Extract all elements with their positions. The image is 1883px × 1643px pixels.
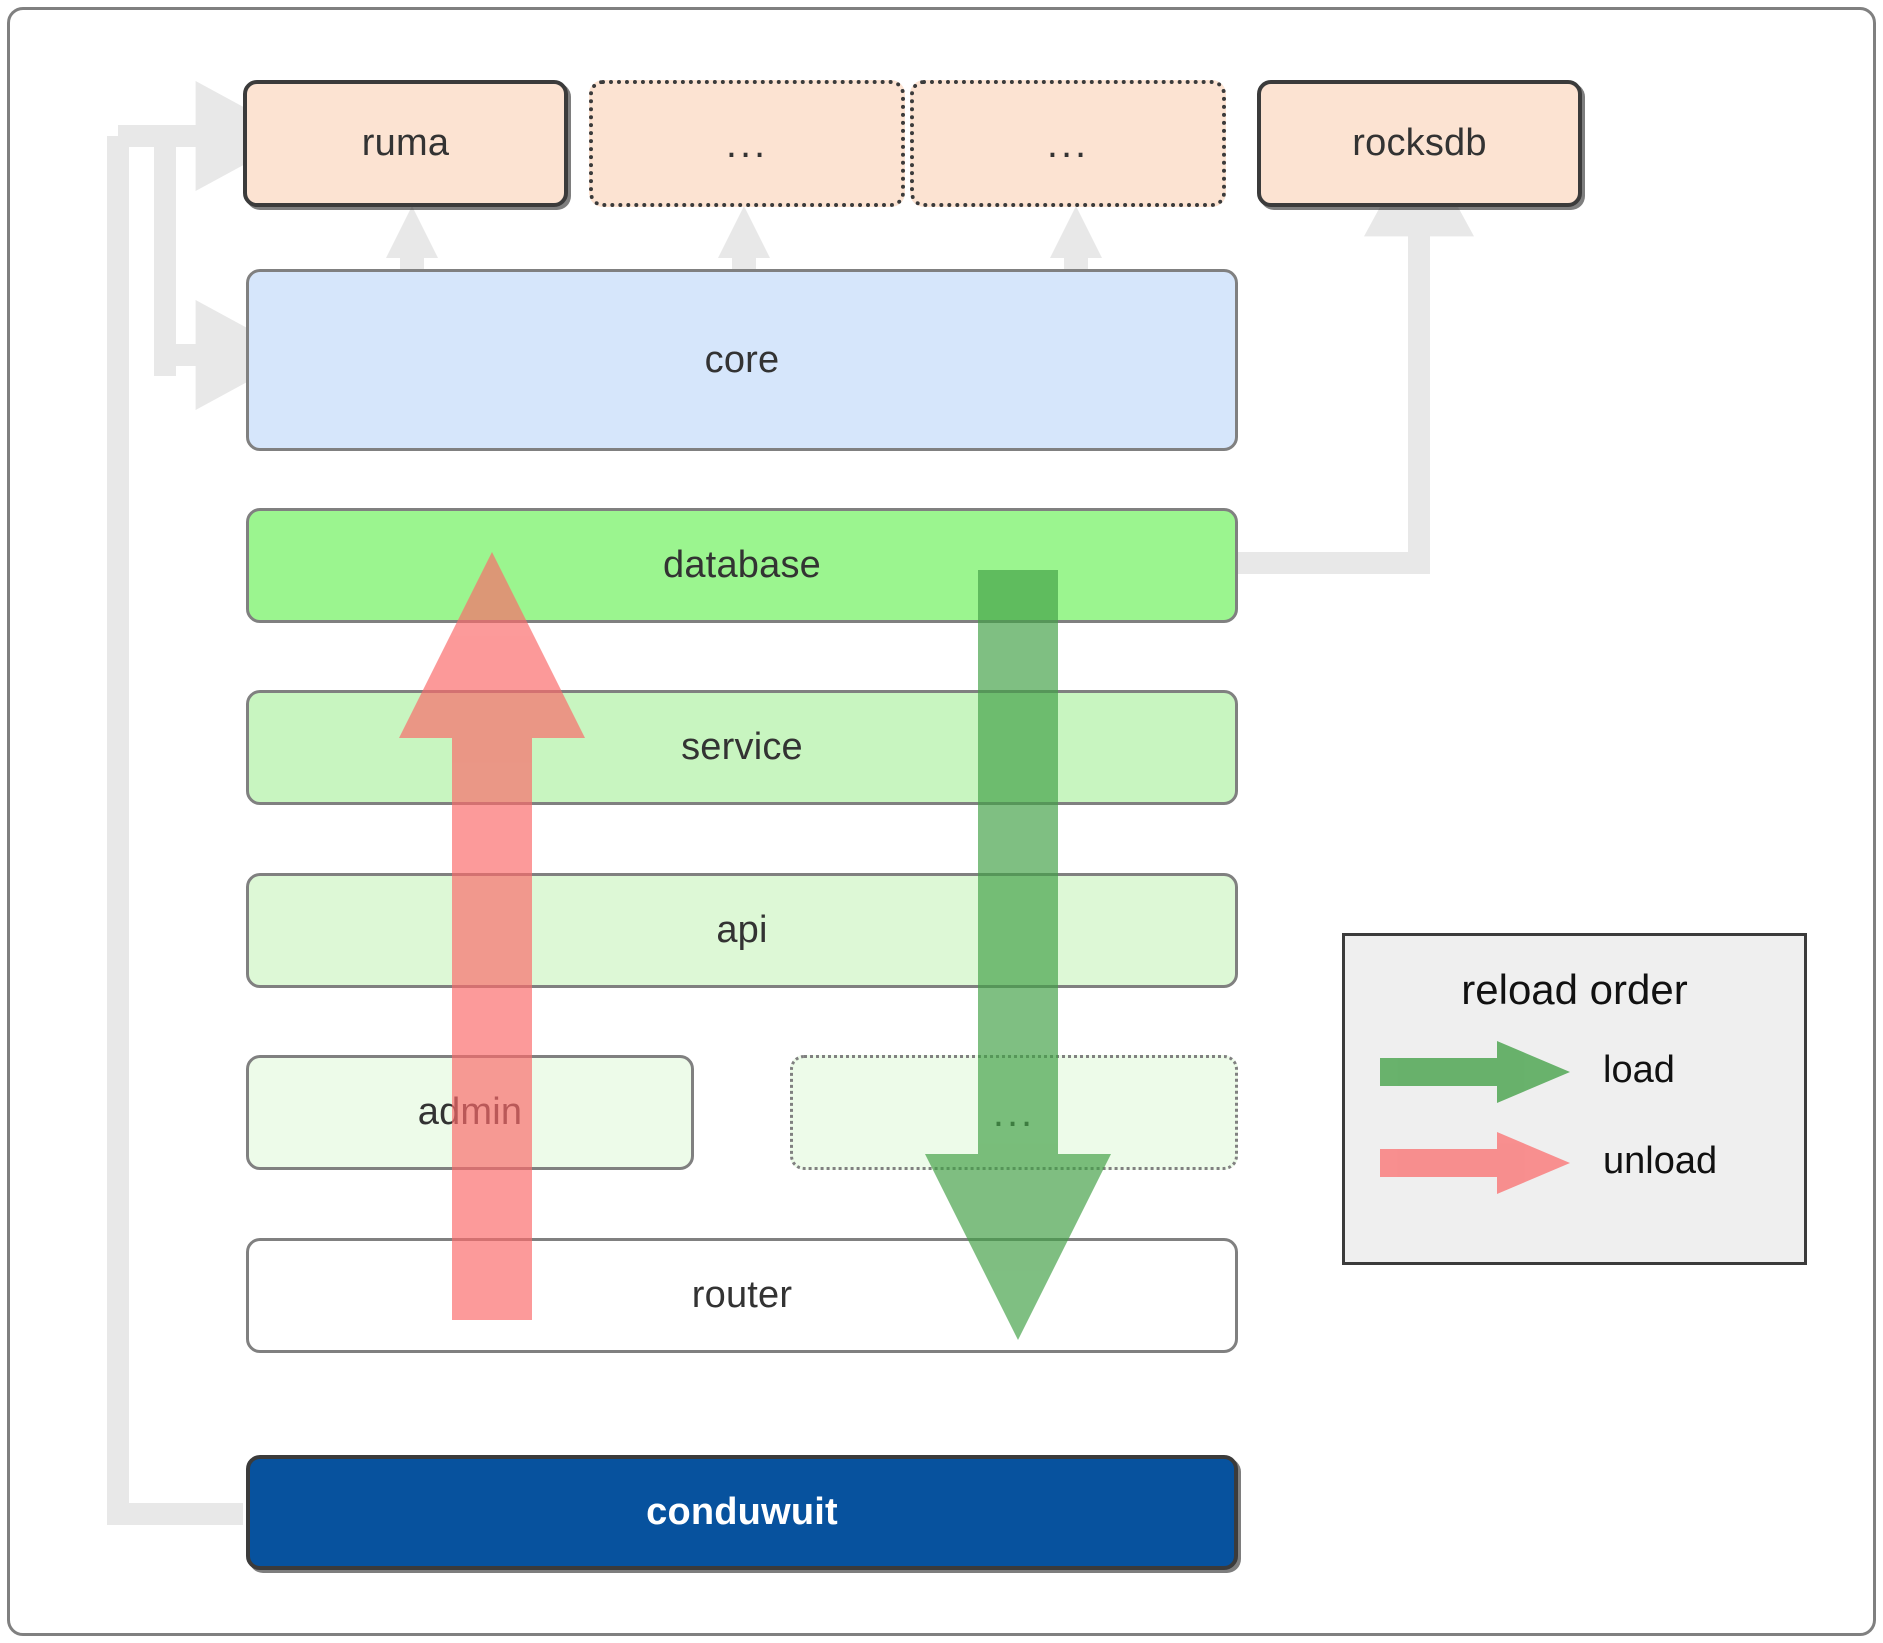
layer-box-database[interactable]: database [246,508,1238,623]
binary-box-conduwuit[interactable]: conduwuit [246,1455,1238,1570]
legend-unload-arrow [1380,1132,1570,1194]
connector-database-to-rocksdb [1238,135,1474,574]
connector-core-to-external-arrows [386,206,1102,275]
layer-box-database-label: database [663,544,821,586]
legend-arrow-layer [1380,1041,1570,1194]
layer-box-core-label: core [704,338,780,381]
layer-box-service-label: service [681,726,803,768]
layer-box-api-label: api [716,909,768,951]
layer-box-router[interactable]: router [246,1238,1238,1353]
external-box-placeholder-1[interactable]: ... [589,80,905,207]
external-box-ruma-label: ruma [361,122,450,164]
external-box-placeholder-2[interactable]: ... [910,80,1226,207]
legend-label-unload: unload [1603,1140,1718,1182]
unload-flow-arrow [399,552,585,1320]
arrow-core-to-dots1 [718,206,770,275]
arrow-core-to-dots2 [1050,206,1102,275]
layer-box-service[interactable]: service [246,690,1238,805]
load-flow-arrow [925,570,1111,1340]
legend-title: reload order [1461,966,1688,1013]
legend-label-load: load [1603,1049,1675,1091]
layer-box-router-label: router [691,1274,793,1316]
layer-box-api[interactable]: api [246,873,1238,988]
binary-box-conduwuit-label: conduwuit [646,1491,838,1533]
arrow-core-to-ruma [386,206,438,275]
legend-panel: reload order load unload [1342,933,1807,1265]
legend-load-arrow [1380,1041,1570,1103]
